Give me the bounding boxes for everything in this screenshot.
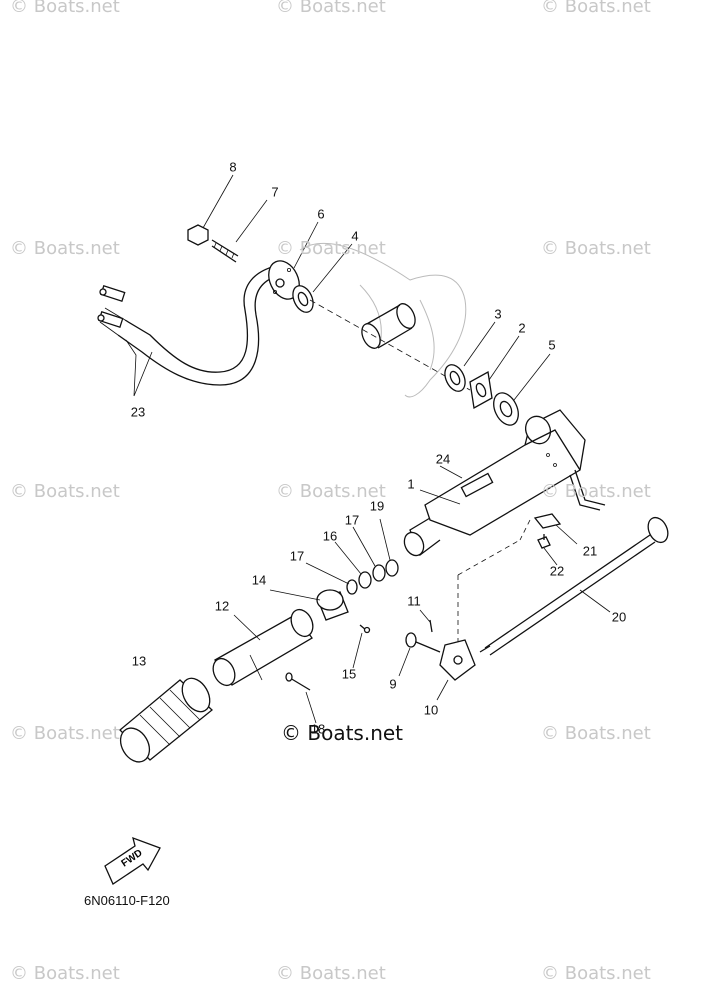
mount-plate xyxy=(268,260,300,300)
watermark: © Boats.net xyxy=(541,481,651,502)
throttle-cables xyxy=(97,264,281,386)
callout-24: 24 xyxy=(435,451,451,467)
callout-14: 14 xyxy=(251,572,267,588)
screw-18 xyxy=(285,672,311,691)
callout-2: 2 xyxy=(518,320,526,336)
washer xyxy=(292,285,314,313)
callout-13: 13 xyxy=(131,653,147,669)
stud-bolt xyxy=(211,239,239,263)
callout-4: 4 xyxy=(351,228,359,244)
callout-20: 20 xyxy=(611,609,627,625)
callout-22: 22 xyxy=(549,563,565,579)
callout-21: 21 xyxy=(582,543,598,559)
callout-1: 1 xyxy=(407,476,415,492)
watermark: © Boats.net xyxy=(276,481,386,502)
stop-plate xyxy=(533,513,562,529)
callout-19: 19 xyxy=(369,498,385,514)
pin xyxy=(429,619,433,633)
throttle-cable xyxy=(479,516,669,656)
watermark: © Boats.net xyxy=(10,481,120,502)
watermark: © Boats.net xyxy=(541,963,651,984)
watermark: © Boats.net xyxy=(541,0,651,17)
center-watermark: © Boats.net xyxy=(281,721,404,745)
callout-16: 16 xyxy=(322,528,338,544)
callout-17: 17 xyxy=(289,548,305,564)
collar xyxy=(316,589,349,621)
callout-15: 15 xyxy=(341,666,357,682)
wave-washer xyxy=(493,392,519,426)
watermark: © Boats.net xyxy=(10,238,120,259)
leader-lines xyxy=(125,174,611,724)
screw xyxy=(537,534,551,549)
callout-18: 18 xyxy=(310,721,326,737)
diagram-code: 6N06110-F120 xyxy=(84,893,170,908)
watermark: © Boats.net xyxy=(276,0,386,17)
watermark: © Boats.net xyxy=(276,238,386,259)
callout-17: 17 xyxy=(344,512,360,528)
cable-bracket xyxy=(439,639,476,681)
callout-7: 7 xyxy=(271,184,279,200)
callout-11: 11 xyxy=(407,593,421,609)
callout-12: 12 xyxy=(214,598,230,614)
callout-9: 9 xyxy=(389,676,397,692)
callout-5: 5 xyxy=(548,337,556,353)
friction-plate xyxy=(469,370,493,410)
throttle-grip xyxy=(119,677,213,763)
callout-3: 3 xyxy=(494,306,502,322)
callout-23: 23 xyxy=(130,404,146,420)
callout-6: 6 xyxy=(317,206,325,222)
steering-handle xyxy=(403,409,606,557)
watermark: © Boats.net xyxy=(10,723,120,744)
watermark: © Boats.net xyxy=(10,963,120,984)
nut xyxy=(187,224,209,246)
small-parts xyxy=(346,559,399,595)
watermark: © Boats.net xyxy=(541,238,651,259)
watermark: © Boats.net xyxy=(541,723,651,744)
bushing xyxy=(444,364,466,392)
callout-8: 8 xyxy=(229,159,237,175)
throttle-shaft xyxy=(212,608,314,687)
pivot-tube xyxy=(309,299,471,391)
watermark: © Boats.net xyxy=(10,0,120,17)
engine-outline xyxy=(299,242,467,398)
watermark: © Boats.net xyxy=(276,963,386,984)
bolt xyxy=(405,632,441,653)
set-screw xyxy=(359,624,371,634)
fwd-arrow-icon: FWD xyxy=(104,836,161,885)
callout-10: 10 xyxy=(423,702,439,718)
